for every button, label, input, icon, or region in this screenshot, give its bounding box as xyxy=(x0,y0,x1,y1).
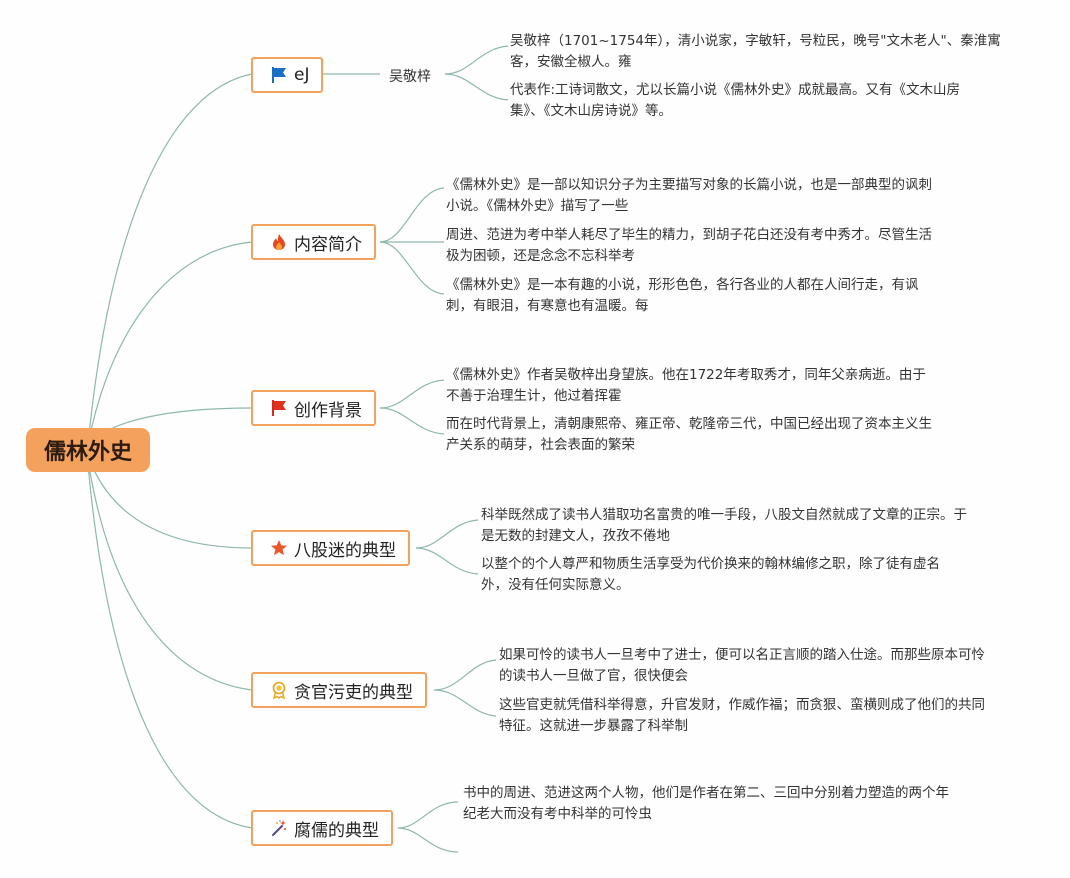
branch-author[interactable]: eJ xyxy=(251,57,324,93)
branch-label: 八股迷的典型 xyxy=(294,540,396,561)
branch-summary[interactable]: 内容简介 xyxy=(251,224,376,260)
leaf-text[interactable]: 周进、范进为考中举人耗尽了毕生的精力，到胡子花白还没有考中秀才。尽管生活极为困顿… xyxy=(446,227,932,264)
branch-label: 腐儒的典型 xyxy=(294,820,379,841)
branch-label: eJ xyxy=(294,65,310,85)
leaf-text[interactable]: 而在时代背景上，清朝康熙帝、雍正帝、乾隆帝三代，中国已经出现了资本主义生产关系的… xyxy=(446,416,932,453)
red-flag-icon xyxy=(269,398,289,418)
leaf-text[interactable]: 以整个的个人尊严和物质生活享受为代价换来的翰林编修之职，除了徒有虚名外，没有任何… xyxy=(481,556,940,593)
star-icon xyxy=(269,538,289,558)
magic-wand-icon xyxy=(269,818,289,838)
leaf-text[interactable]: 书中的周进、范进这两个人物，他们是作者在第二、三回中分别着力塑造的两个年纪老大而… xyxy=(463,785,949,822)
leaf-text[interactable]: 科举既然成了读书人猎取功名富贵的唯一手段，八股文自然就成了文章的正宗。于是无数的… xyxy=(481,507,967,544)
branch-background[interactable]: 创作背景 xyxy=(251,390,376,426)
branch-label: 内容简介 xyxy=(294,234,362,255)
branch-pedant-scholars[interactable]: 腐儒的典型 xyxy=(251,810,393,846)
leaf-text[interactable]: 《儒林外史》作者吴敬梓出身望族。他在1722年考取秀才，同年父亲病逝。由于不善于… xyxy=(446,367,926,404)
branch-bagu-typical[interactable]: 八股迷的典型 xyxy=(251,530,410,566)
branch-label: 贪官污吏的典型 xyxy=(294,682,413,703)
award-ribbon-icon xyxy=(269,680,289,700)
branch-label: 创作背景 xyxy=(294,400,362,421)
fire-icon xyxy=(269,232,289,252)
sub-topic-author-name[interactable]: 吴敬梓 xyxy=(389,69,431,85)
blue-flag-icon xyxy=(269,65,289,85)
leaf-text[interactable]: 代表作:工诗词散文，尤以长篇小说《儒林外史》成就最高。又有《文木山房集》、《文木… xyxy=(510,82,961,119)
leaf-text[interactable]: 《儒林外史》是一部以知识分子为主要描写对象的长篇小说，也是一部典型的讽刺小说。《… xyxy=(446,177,932,214)
leaf-text[interactable]: 如果可怜的读书人一旦考中了进士，便可以名正言顺的踏入仕途。而那些原本可怜的读书人… xyxy=(499,647,985,684)
leaf-text[interactable]: 《儒林外史》是一本有趣的小说，形形色色，各行各业的人都在人间行走，有讽刺，有眼泪… xyxy=(446,277,919,314)
leaf-text[interactable]: 这些官吏就凭借科举得意，升官发财，作威作福；而贪狠、蛮横则成了他们的共同特征。这… xyxy=(499,697,985,734)
root-topic[interactable]: 儒林外史 xyxy=(26,428,150,472)
branch-corrupt-officials[interactable]: 贪官污吏的典型 xyxy=(251,672,427,708)
leaf-text[interactable]: 吴敬梓（1701~1754年），清小说家，字敏轩，号粒民，晚号"文木老人"、秦淮… xyxy=(510,33,1001,70)
